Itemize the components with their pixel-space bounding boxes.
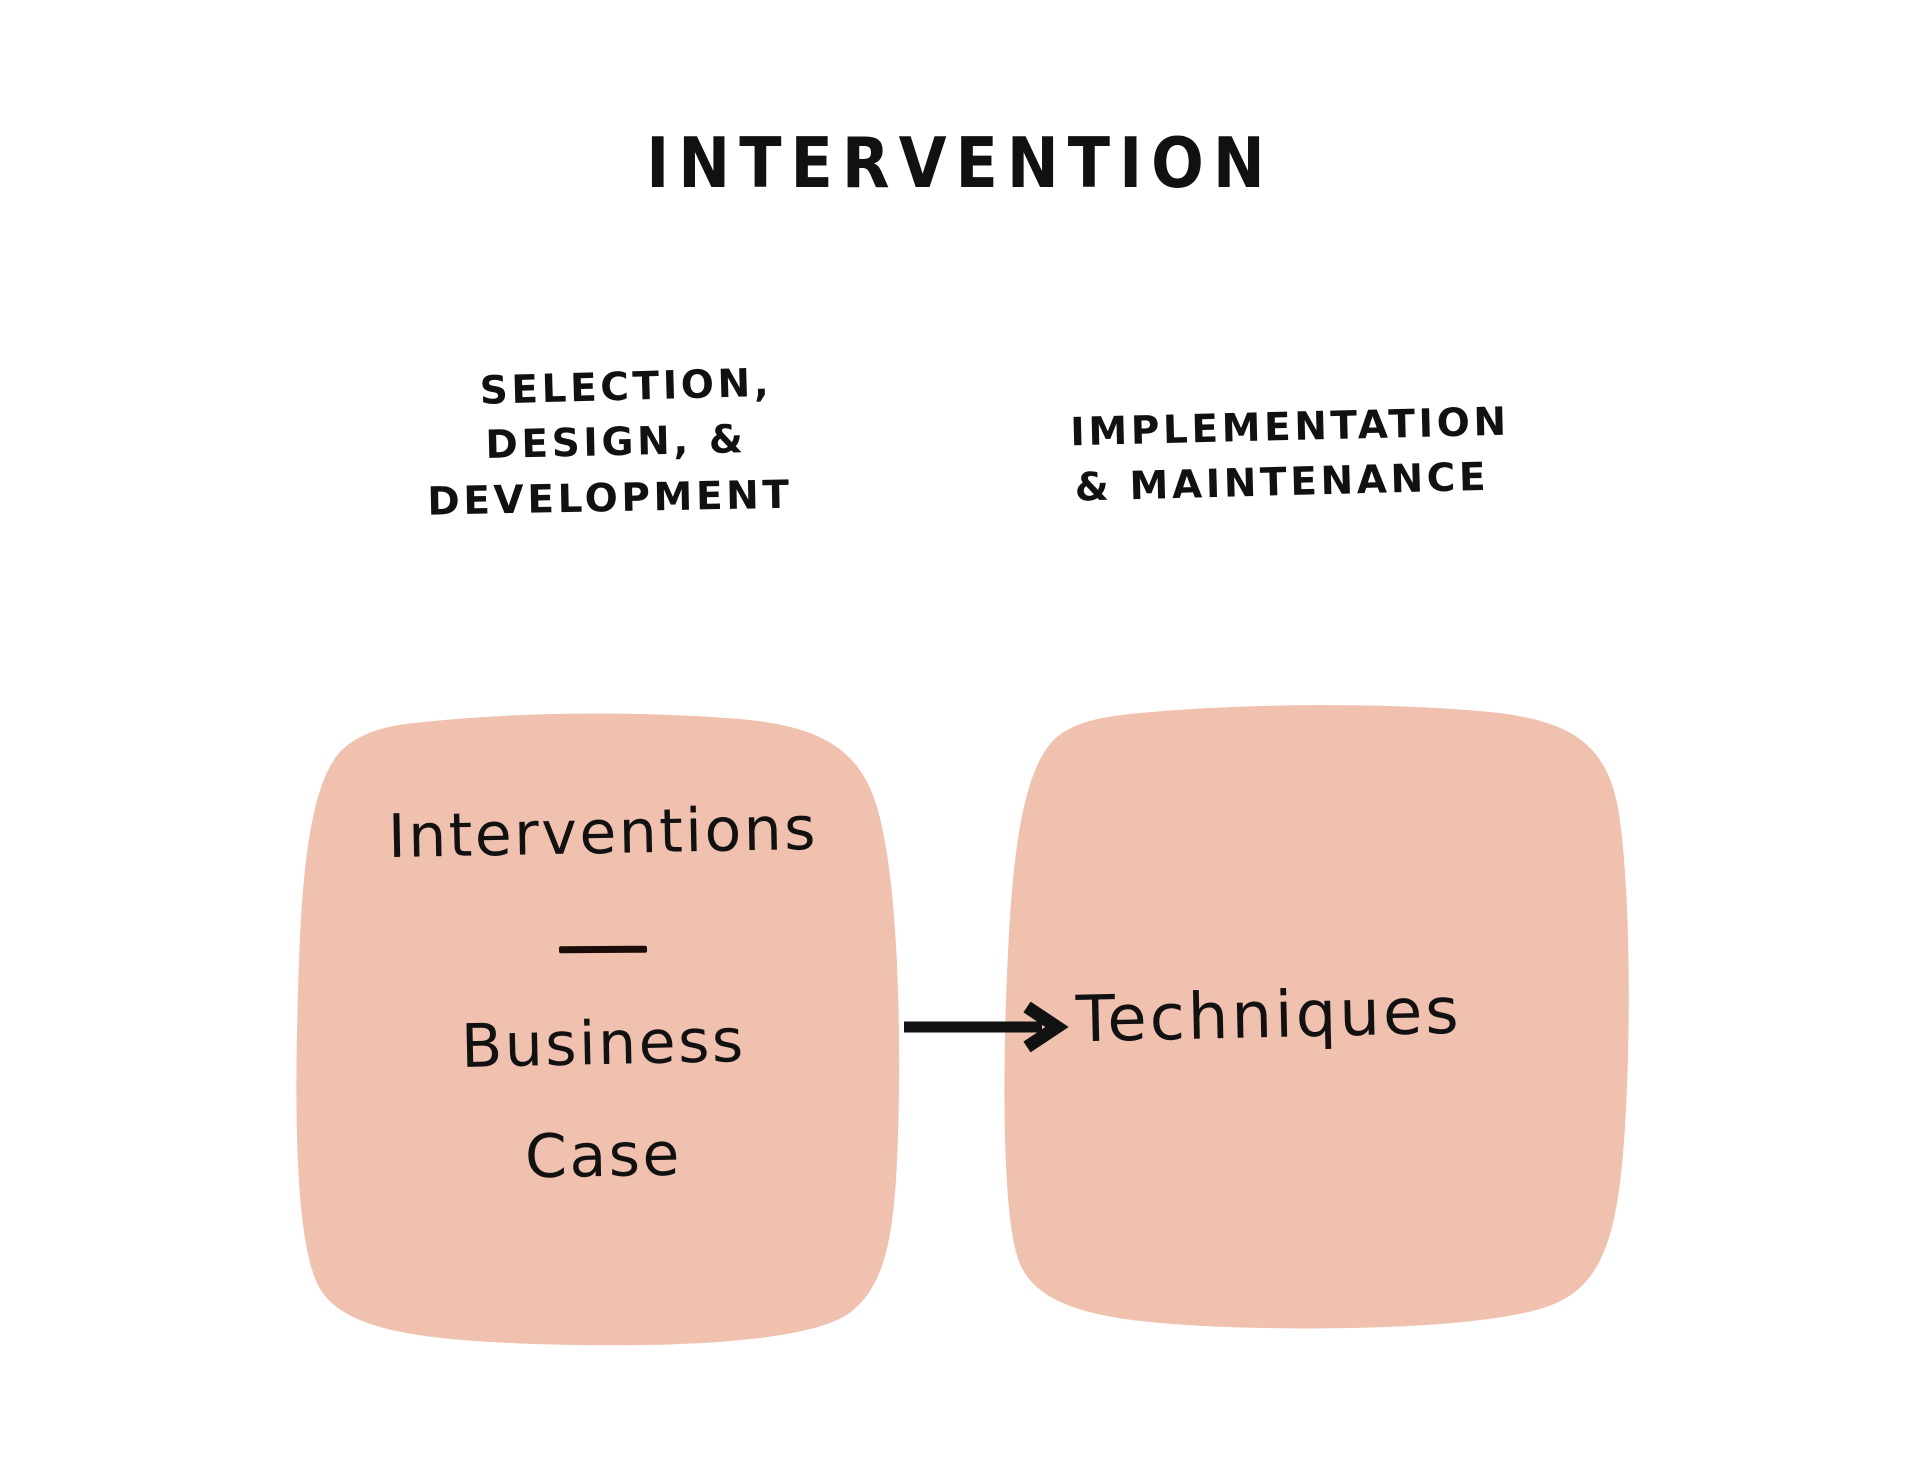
node-subtitle-line-1: Business — [460, 1006, 746, 1082]
node-body: Interventions Business Case — [288, 706, 918, 1346]
phase-caption-line: DEVELOPMENT — [426, 472, 794, 525]
page-title: INTERVENTION — [646, 122, 1274, 204]
node-interventions-business-case[interactable]: Interventions Business Case — [288, 706, 918, 1346]
node-title: Interventions — [387, 793, 819, 873]
node-title: Techniques — [1075, 974, 1463, 1058]
rounded-square-shape — [296, 713, 900, 1346]
rounded-square-shape — [1004, 705, 1629, 1329]
node-techniques[interactable]: Techniques — [998, 698, 1640, 1334]
arrow-right-icon — [904, 1001, 1069, 1053]
node-divider — [558, 945, 648, 954]
phase-caption-selection-design-development: SELECTION, DESIGN, & DEVELOPMENT — [300, 360, 940, 526]
node-subtitle-line-2: Case — [523, 1119, 683, 1193]
phase-caption-implementation-maintenance: IMPLEMENTATION & MAINTENANCE — [960, 400, 1620, 511]
node-body: Techniques — [998, 698, 1640, 1334]
